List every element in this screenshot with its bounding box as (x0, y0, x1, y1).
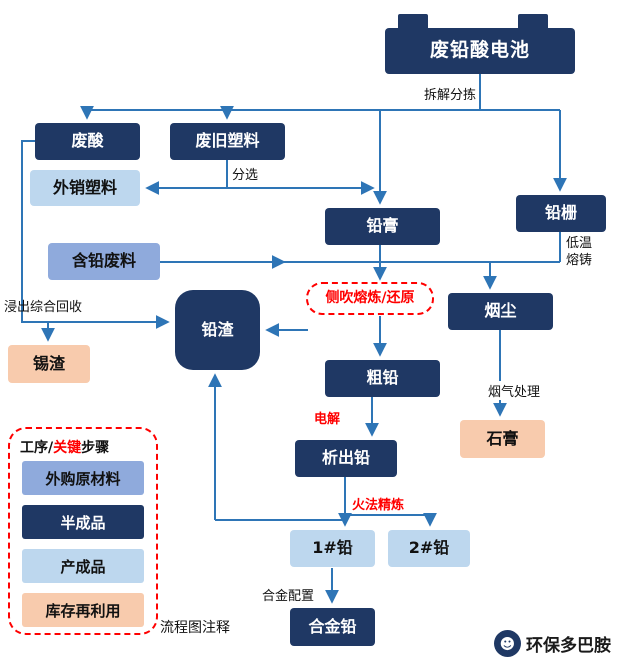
label-sorting: 分选 (232, 168, 259, 183)
brand-logo-icon: ☻ (494, 630, 521, 657)
node-waste-battery: 废铅酸电池 (385, 28, 575, 74)
label-flue-gas-treatment: 烟气处理 (486, 381, 543, 400)
legend-item-purchased: 外购原材料 (22, 461, 144, 495)
label-fire-refining: 火法精炼 (352, 498, 405, 513)
legend-box: 工序/关键步骤 外购原材料 半成品 产成品 库存再利用 (8, 427, 158, 635)
node-lead2: 2#铅 (388, 530, 470, 567)
node-lead-paste: 铅膏 (325, 208, 440, 245)
brand-name: 环保多巴胺 (526, 636, 611, 656)
legend-note: 流程图注释 (160, 620, 230, 636)
node-waste-acid: 废酸 (35, 123, 140, 160)
legend-title-prefix: 工序/ (20, 440, 54, 456)
node-smelting-step: 侧吹熔炼/还原 (306, 282, 434, 315)
brand-watermark: ☻ 环保多巴胺 (494, 630, 611, 657)
label-low-temp-casting: 低温 熔铸 (566, 236, 593, 268)
node-lead-grid: 铅栅 (516, 195, 606, 232)
node-waste-plastic: 废旧塑料 (170, 123, 285, 160)
node-crude-lead: 粗铅 (325, 360, 440, 397)
node-alloy-lead: 合金铅 (290, 608, 375, 646)
node-export-plastic: 外销塑料 (30, 170, 140, 206)
node-dust: 烟尘 (448, 293, 553, 330)
node-lead-scrap: 含铅废料 (48, 243, 160, 280)
legend-item-inventory-reuse: 库存再利用 (22, 593, 144, 627)
edge-acid-leaching (21, 140, 170, 329)
legend-item-semi-finished: 半成品 (22, 505, 144, 539)
legend-title: 工序/关键步骤 (20, 437, 109, 457)
label-dismantle-sorting: 拆解分拣 (424, 88, 477, 103)
label-alloy-config: 合金配置 (262, 589, 315, 604)
node-lead-slag: 铅渣 (175, 290, 260, 370)
legend-item-finished: 产成品 (22, 549, 144, 583)
battery-terminal-right (518, 14, 548, 30)
label-leaching-recovery: 浸出综合回收 (4, 300, 83, 315)
node-gypsum: 石膏 (460, 420, 545, 458)
battery-terminal-left (398, 14, 428, 30)
legend-title-suffix: 步骤 (81, 440, 110, 456)
node-precipitated-lead: 析出铅 (295, 440, 397, 477)
node-tin-slag: 锡渣 (8, 345, 90, 383)
legend-title-highlight: 关键 (53, 440, 82, 456)
node-lead1: 1#铅 (290, 530, 375, 567)
label-electrolysis: 电解 (314, 412, 341, 427)
